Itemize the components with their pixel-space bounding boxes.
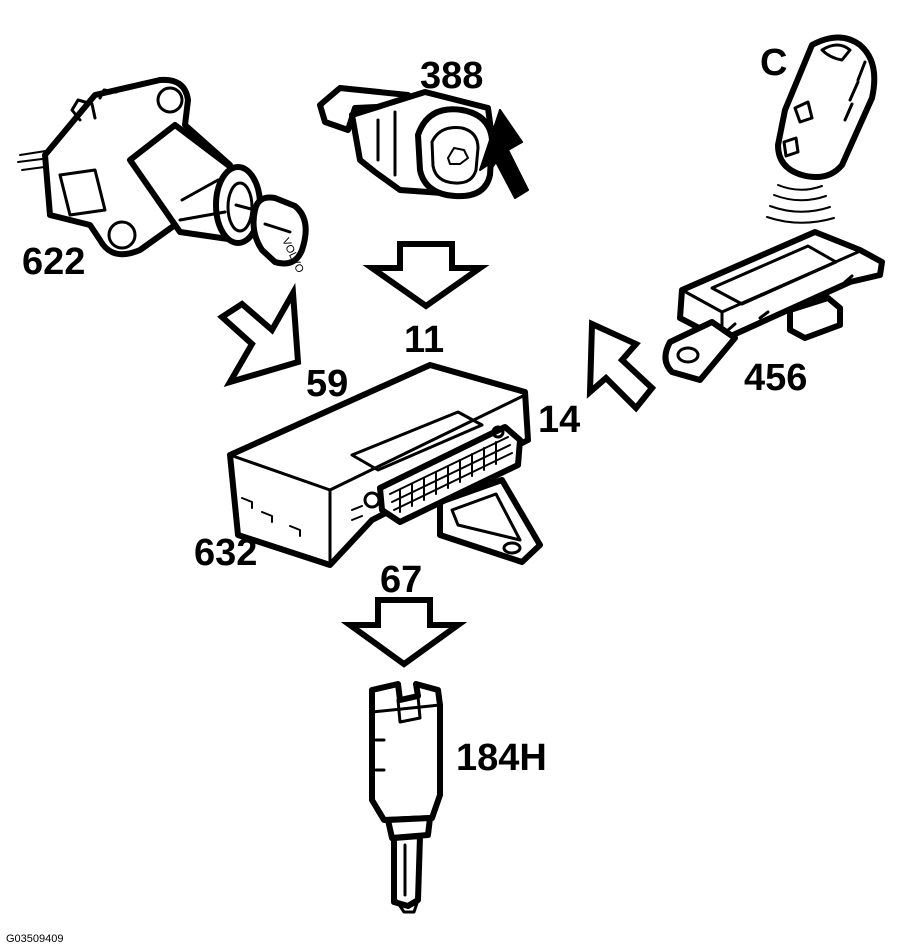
control-module <box>227 362 543 568</box>
label-59: 59 <box>306 363 348 405</box>
arrow-from-antenna <box>586 319 657 413</box>
antenna-module <box>662 229 885 383</box>
label-632: 632 <box>194 532 257 574</box>
label-c: C <box>760 42 787 84</box>
label-14: 14 <box>538 399 580 441</box>
label-622: 622 <box>22 241 85 283</box>
arrow-from-lock <box>217 282 302 387</box>
ignition-lock-cylinder: VOLVO <box>17 76 309 275</box>
label-11: 11 <box>404 319 444 361</box>
start-stop-button <box>317 85 529 200</box>
figure-id: G03509409 <box>6 933 64 945</box>
arrow-from-button <box>362 241 490 310</box>
key-fob <box>766 34 878 224</box>
label-456: 456 <box>744 357 807 399</box>
switch <box>369 681 443 914</box>
label-184h: 184H <box>456 737 547 779</box>
arrow-to-switch <box>340 597 468 668</box>
label-388: 388 <box>420 55 483 97</box>
label-67: 67 <box>380 559 422 601</box>
